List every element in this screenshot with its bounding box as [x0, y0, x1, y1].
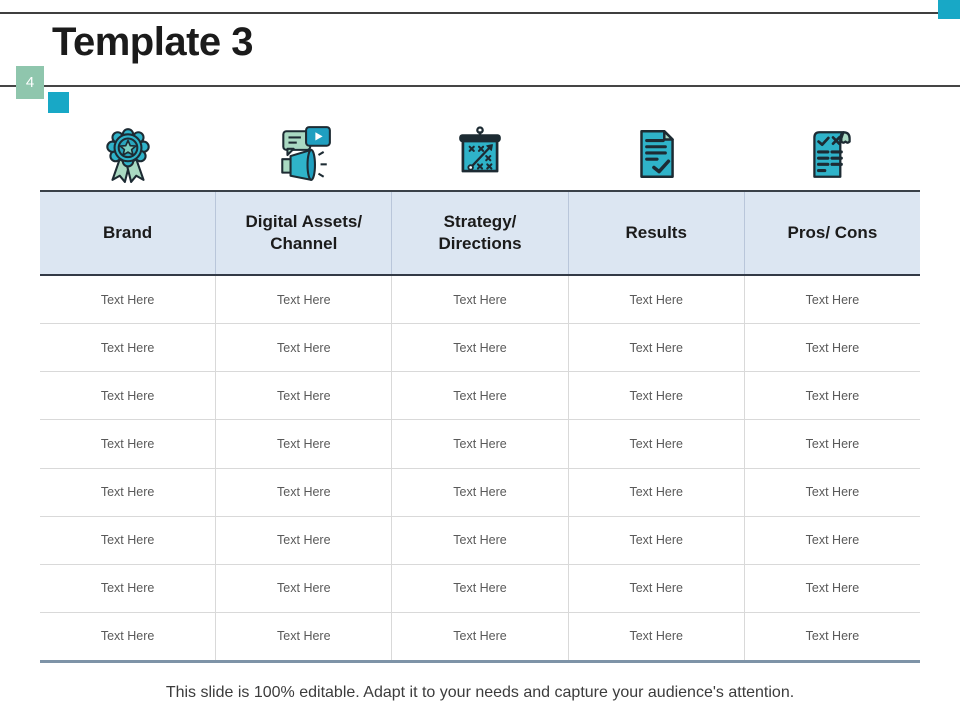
table-row: Text Here Text Here Text Here Text Here …: [40, 323, 920, 372]
table-cell: Text Here: [391, 324, 567, 372]
table-row: Text Here Text Here Text Here Text Here …: [40, 563, 920, 612]
table-cell: Text Here: [391, 516, 567, 564]
table-cell: Text Here: [743, 372, 920, 420]
table-cell: Text Here: [567, 324, 744, 372]
table-cell: Text Here: [743, 468, 920, 516]
table-cell: Text Here: [215, 372, 391, 420]
digital-assets-megaphone-icon: [216, 120, 392, 188]
column-icons-row: [40, 120, 920, 188]
table-cell: Text Here: [215, 420, 391, 468]
table-cell: Text Here: [567, 516, 744, 564]
table-cell: Text Here: [391, 276, 567, 324]
title-accent-square: [48, 92, 69, 113]
table-cell: Text Here: [567, 564, 744, 612]
table-cell: Text Here: [215, 612, 391, 660]
table-cell: Text Here: [743, 564, 920, 612]
table-cell: Text Here: [100, 629, 155, 644]
table-cell: Text Here: [391, 612, 567, 660]
table-cell: Text Here: [391, 564, 567, 612]
table-cell: Text Here: [215, 276, 391, 324]
table-cell: Text Here: [743, 516, 920, 564]
table-cell: Text Here: [391, 468, 567, 516]
results-document-icon: [568, 120, 744, 188]
table-body: Text Here Text Here Text Here Text Here …: [40, 276, 920, 663]
table-cell: Text Here: [100, 292, 155, 307]
table-row: Text Here Text Here Text Here Text Here …: [40, 467, 920, 516]
table-cell: Text Here: [743, 420, 920, 468]
table-cell: Text Here: [100, 533, 155, 548]
page-title: Template 3: [52, 20, 254, 64]
column-header-brand: Brand: [103, 222, 153, 242]
table-row: Text Here Text Here Text Here Text Here …: [40, 419, 920, 468]
table-cell: Text Here: [567, 468, 744, 516]
table-cell: Text Here: [215, 324, 391, 372]
table-row: Text Here Text Here Text Here Text Here …: [40, 371, 920, 420]
table-cell: Text Here: [391, 372, 567, 420]
table-row: Text Here Text Here Text Here Text Here …: [40, 611, 920, 660]
table-cell: Text Here: [567, 612, 744, 660]
table-row: Text Here Text Here Text Here Text Here …: [40, 276, 920, 324]
pros-cons-sheet-icon: [744, 120, 920, 188]
top-rule: [0, 12, 960, 14]
table-cell: Text Here: [215, 516, 391, 564]
footer-note: This slide is 100% editable. Adapt it to…: [165, 684, 795, 701]
column-header-digital-assets: Digital Assets/ Channel: [215, 192, 391, 274]
content-table: Brand Digital Assets/ Channel Strategy/ …: [40, 190, 920, 663]
award-badge-icon: [40, 120, 216, 188]
table-cell: Text Here: [100, 485, 155, 500]
table-cell: Text Here: [743, 324, 920, 372]
table-cell: Text Here: [100, 340, 155, 355]
column-header-results: Results: [567, 192, 744, 274]
table-cell: Text Here: [391, 420, 567, 468]
column-header-strategy: Strategy/ Directions: [391, 192, 567, 274]
table-cell: Text Here: [567, 372, 744, 420]
title-underline-rule: [0, 85, 960, 87]
corner-accent-square: [938, 0, 960, 19]
table-cell: Text Here: [567, 276, 744, 324]
table-row: Text Here Text Here Text Here Text Here …: [40, 515, 920, 564]
page-number-badge: 4: [16, 66, 44, 99]
table-cell: Text Here: [743, 276, 920, 324]
table-cell: Text Here: [100, 388, 155, 403]
table-header-row: Brand Digital Assets/ Channel Strategy/ …: [40, 190, 920, 276]
table-cell: Text Here: [567, 420, 744, 468]
table-cell: Text Here: [743, 612, 920, 660]
table-cell: Text Here: [100, 436, 155, 451]
column-header-pros-cons: Pros/ Cons: [743, 192, 920, 274]
table-cell: Text Here: [215, 468, 391, 516]
strategy-board-icon: [392, 120, 568, 188]
table-cell: Text Here: [215, 564, 391, 612]
table-cell: Text Here: [100, 581, 155, 596]
